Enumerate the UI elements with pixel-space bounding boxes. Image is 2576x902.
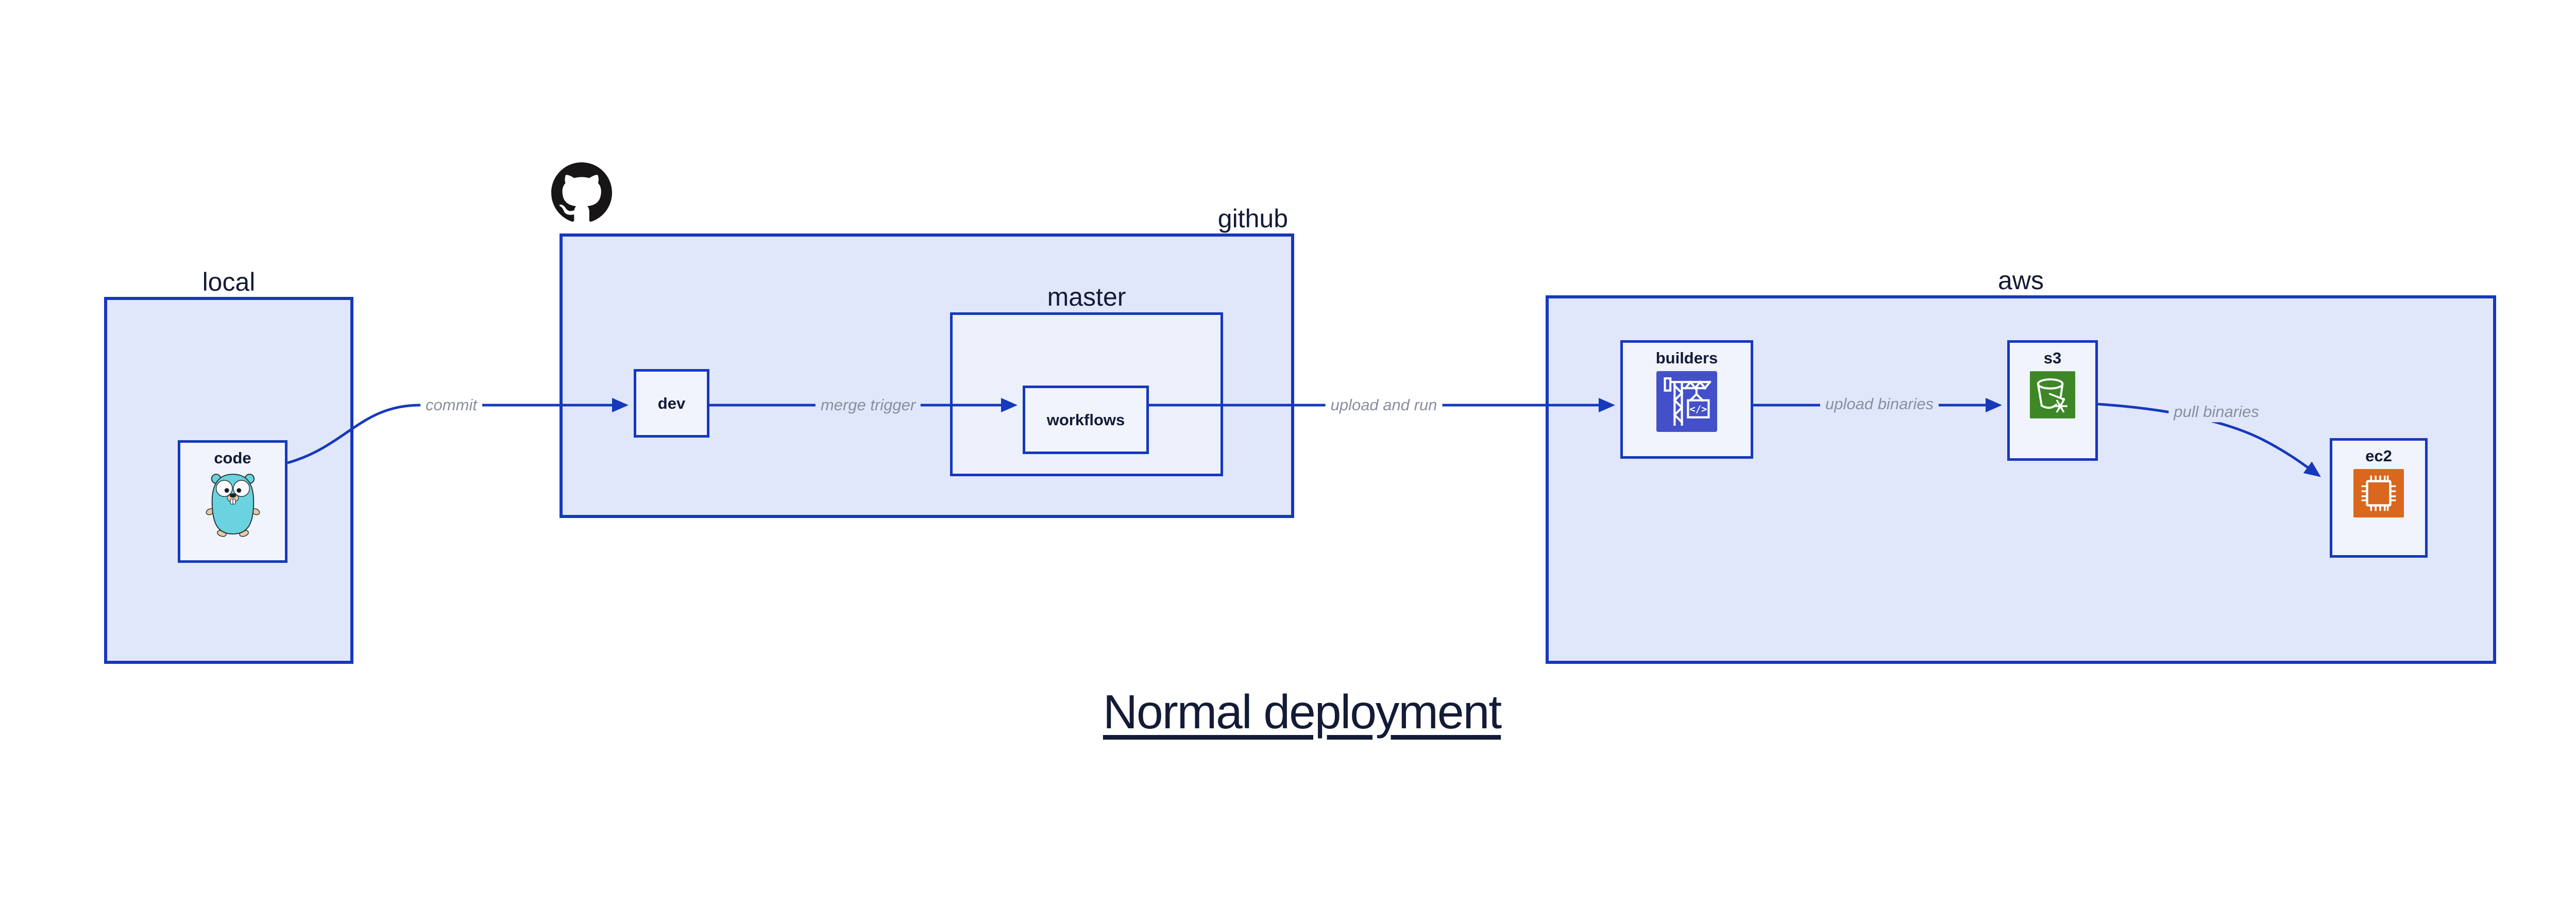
edge-label-pull-binaries: pull binaries <box>2168 402 2264 422</box>
container-github-label: github <box>1217 204 1288 233</box>
node-workflows: workflows <box>1023 386 1149 454</box>
node-s3-label: s3 <box>2043 349 2062 367</box>
github-octocat-icon <box>551 162 612 222</box>
container-master-label: master <box>1047 282 1126 311</box>
edge-label-merge-trigger: merge trigger <box>815 395 921 415</box>
node-code-label: code <box>214 449 251 467</box>
edge-label-upload-and-run: upload and run <box>1325 395 1443 415</box>
node-dev: dev <box>634 369 709 438</box>
container-aws-label: aws <box>1998 266 2044 295</box>
s3-glacier-bucket-icon <box>2030 371 2075 421</box>
svg-text:</>: </> <box>1689 404 1707 415</box>
container-local-label: local <box>202 268 256 296</box>
edge-label-commit: commit <box>420 395 482 415</box>
node-ec2: ec2 <box>2330 438 2428 558</box>
ec2-chip-icon <box>2353 469 2404 520</box>
node-s3: s3 <box>2007 340 2098 461</box>
diagram-title: Normal deployment <box>1103 685 1502 739</box>
edge-label-upload-binaries: upload binaries <box>1820 394 1939 414</box>
codebuild-crane-icon: </> <box>1656 371 1717 435</box>
node-dev-label: dev <box>657 394 686 412</box>
node-code: code <box>178 440 287 563</box>
node-workflows-label: workflows <box>1046 411 1125 429</box>
node-ec2-label: ec2 <box>2365 447 2392 465</box>
node-builders: builders </> <box>1620 340 1753 459</box>
go-gopher-icon <box>205 471 261 540</box>
node-builders-label: builders <box>1655 349 1718 367</box>
